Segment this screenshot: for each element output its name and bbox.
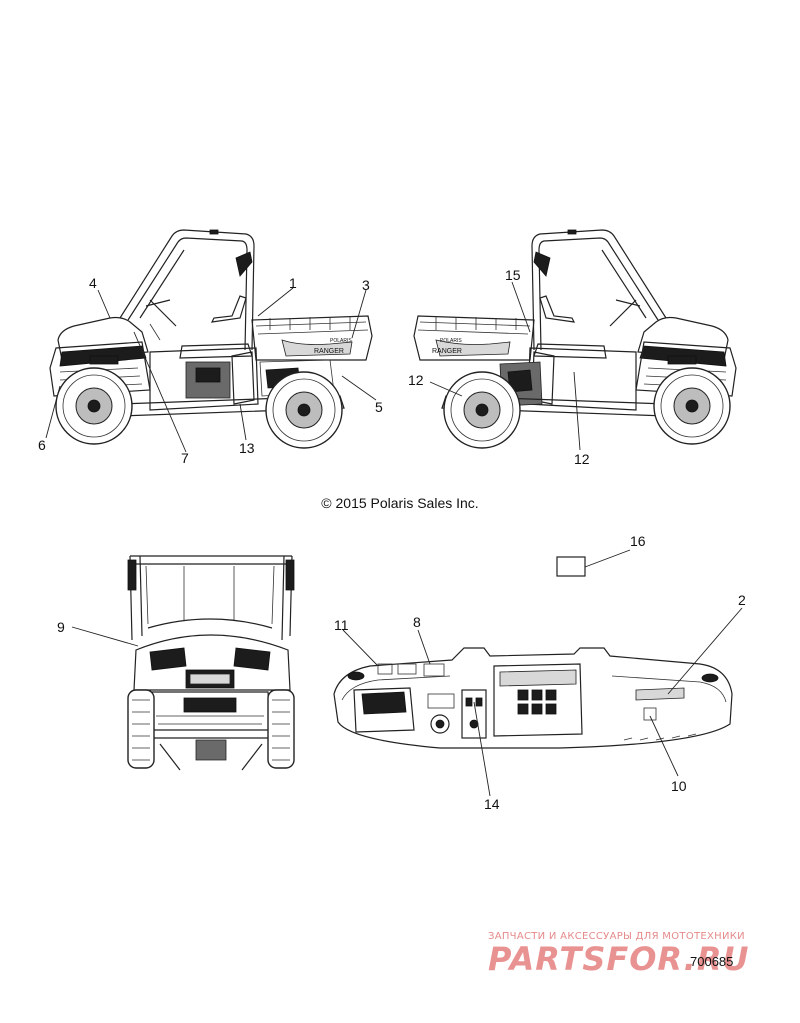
vehicle-left-side-view: POLARIS RANGER <box>49 229 373 449</box>
callout-2: 2 <box>738 592 746 608</box>
decal-model-right: RANGER <box>432 348 462 355</box>
callout-13: 13 <box>239 440 255 456</box>
decal-brand-right: POLARIS <box>440 338 462 344</box>
decal-model: RANGER <box>314 348 344 355</box>
callout-12-right: 12 <box>574 451 590 467</box>
callout-1: 1 <box>289 275 297 291</box>
callout-7: 7 <box>181 450 189 466</box>
callout-16: 16 <box>630 533 646 549</box>
callout-12-left: 12 <box>408 372 424 388</box>
leader-lines <box>45 281 743 797</box>
callout-9: 9 <box>57 619 65 635</box>
callout-8: 8 <box>413 614 421 630</box>
callout-15: 15 <box>505 267 521 283</box>
watermark-subtitle: ЗАПЧАСТИ И АКСЕССУАРЫ ДЛЯ МОТОТЕХНИКИ <box>488 931 745 942</box>
callout-4: 4 <box>89 275 97 291</box>
drawing-number: 700685 <box>690 954 734 969</box>
dashboard-view <box>333 647 733 749</box>
decal-brand: POLARIS <box>330 338 352 344</box>
callout-14: 14 <box>484 796 500 812</box>
copyright-notice: © 2015 Polaris Sales Inc. <box>321 495 479 511</box>
callout-10: 10 <box>671 778 687 794</box>
callout-11: 11 <box>334 617 349 633</box>
callout-6: 6 <box>38 437 46 453</box>
decal-16-rectangle <box>556 556 586 577</box>
vehicle-right-side-view: POLARIS RANGER <box>413 229 737 449</box>
callout-5: 5 <box>375 399 383 415</box>
vehicle-front-view <box>127 555 295 771</box>
callout-3: 3 <box>362 277 370 293</box>
watermark-logo: PARTSFOR.RU <box>488 940 750 978</box>
